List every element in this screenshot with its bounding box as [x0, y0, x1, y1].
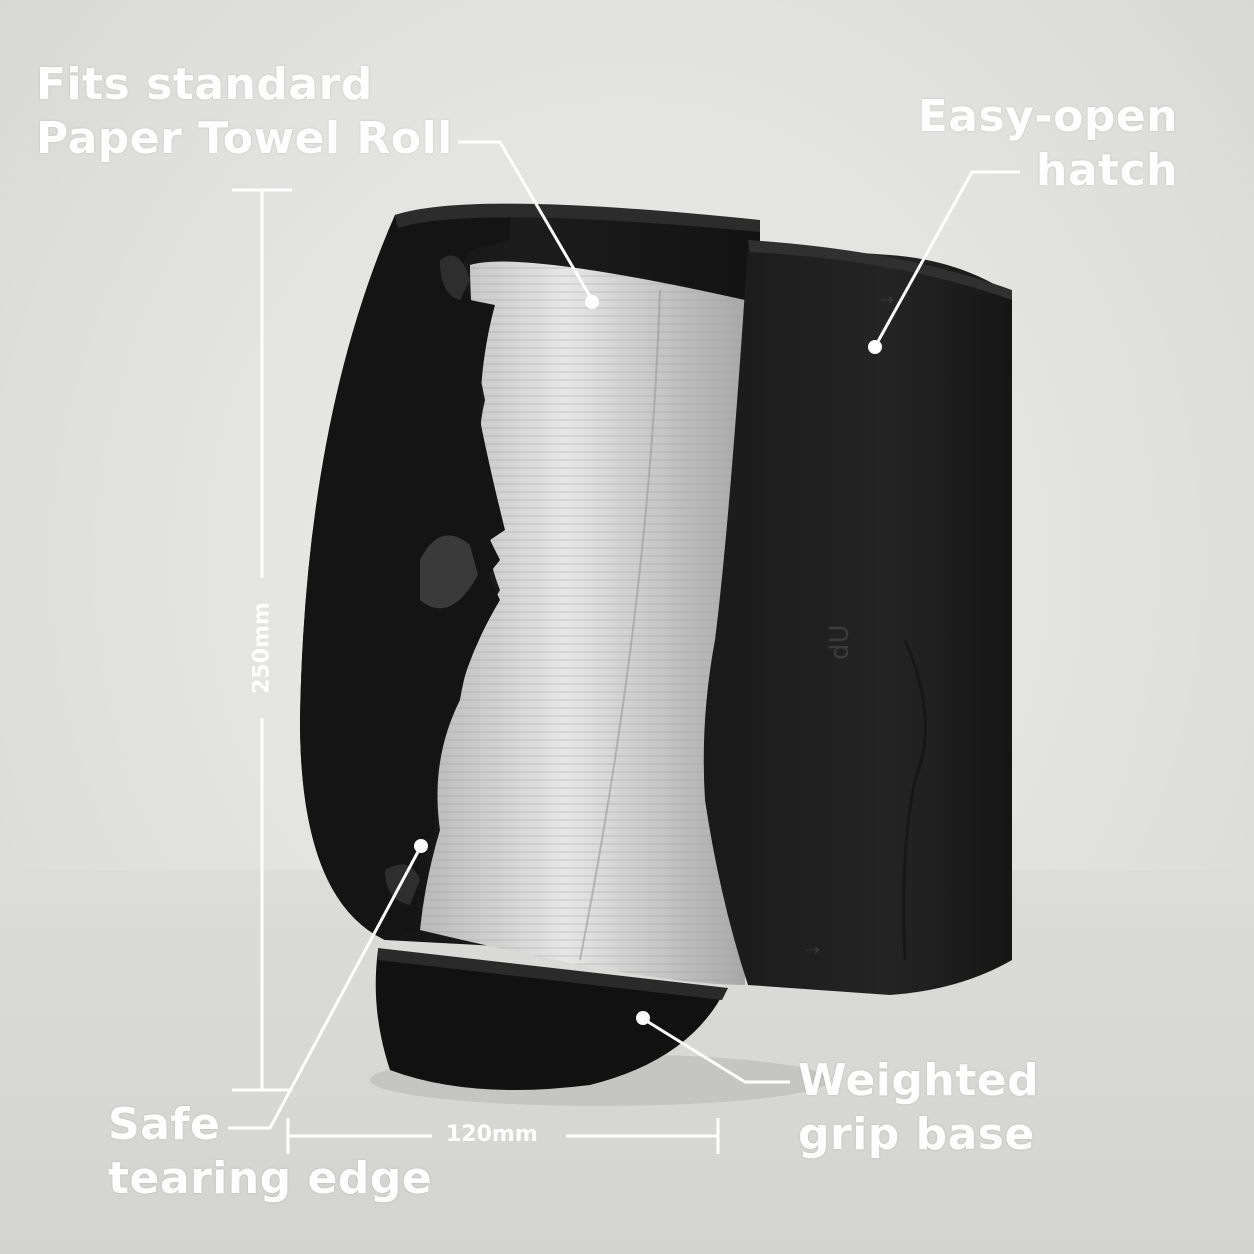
base-dot — [636, 1011, 650, 1025]
hatch-dot — [868, 340, 882, 354]
edge-callout-line2: tearing edge — [108, 1152, 433, 1204]
annotation-dots — [414, 295, 882, 1025]
edge-callout-line1: Safe — [108, 1099, 221, 1150]
brand-logo-mark: dU — [825, 624, 855, 660]
svg-text:⇢: ⇢ — [806, 940, 819, 959]
hatch-bend — [902, 639, 927, 961]
finger-hole — [420, 535, 478, 609]
base-top-rim — [378, 948, 728, 1000]
hatch-callout-line2: hatch — [1036, 144, 1178, 196]
edge-callout: Safe tearing edge — [108, 1098, 432, 1205]
top-rim — [395, 203, 760, 232]
base-leader-line — [644, 1018, 790, 1084]
base-callout-line1: Weighted — [798, 1055, 1040, 1106]
height-dimension-label: 250mm — [249, 602, 275, 694]
base-callout: Weighted grip base — [798, 1054, 1039, 1161]
width-dimension-label: 120mm — [446, 1122, 538, 1147]
top-slot — [440, 255, 470, 300]
arrow-mark: ⇢ — [880, 290, 893, 309]
roll-callout-line2: Paper Towel Roll — [36, 112, 453, 164]
edge-leader-line — [228, 847, 422, 1130]
hatch-callout: Easy-open hatch — [918, 90, 1178, 197]
roll-dot — [585, 295, 599, 309]
roll-callout-line1: Fits standard — [36, 59, 373, 110]
easy-open-hatch — [703, 245, 1012, 995]
annotation-lines — [228, 140, 1020, 1154]
hatch-callout-line1: Easy-open — [917, 91, 1178, 142]
hatch-leader-line — [874, 170, 1020, 346]
roll-leader-line — [458, 140, 594, 301]
hatch-top-edge — [748, 240, 1012, 300]
base-callout-line2: grip base — [798, 1108, 1035, 1160]
roll-callout: Fits standard Paper Towel Roll — [36, 58, 453, 165]
edge-dot — [414, 839, 428, 853]
towel-seam — [579, 289, 661, 961]
tearing-edge-frame — [300, 208, 510, 941]
